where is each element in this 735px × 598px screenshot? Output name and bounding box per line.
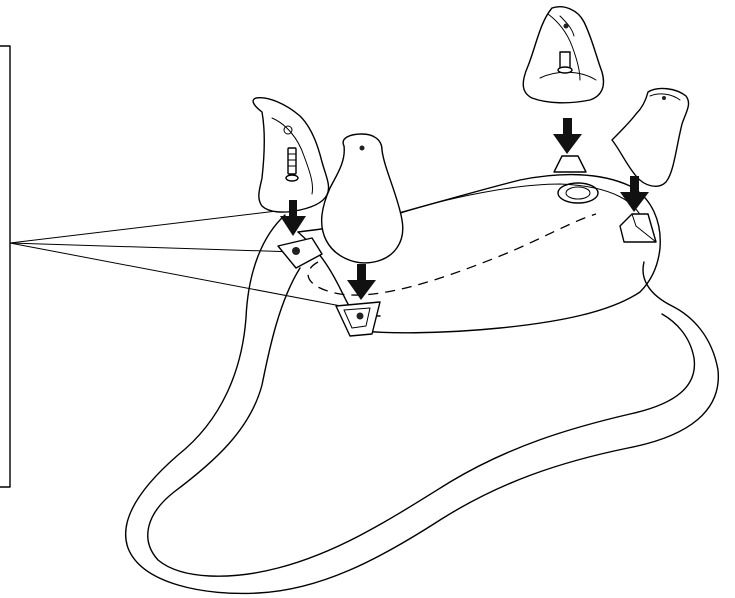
foot-3 bbox=[522, 6, 605, 173]
arrow-down-icon bbox=[553, 118, 582, 154]
arrow-down-icon bbox=[280, 200, 306, 236]
mount-block bbox=[277, 237, 323, 269]
drain-hole bbox=[557, 182, 599, 204]
foot-4 bbox=[611, 87, 690, 243]
hidden-outline bbox=[307, 213, 597, 296]
mount-block bbox=[335, 301, 381, 337]
arrow-down-icon bbox=[620, 176, 649, 212]
bathtub-foot-icon bbox=[320, 133, 404, 264]
arrow-down-icon bbox=[347, 264, 376, 300]
tub-rim-outer bbox=[124, 214, 719, 595]
foot-2 bbox=[320, 133, 404, 337]
callout-leader-lines bbox=[9, 209, 363, 311]
bathtub-body bbox=[124, 173, 719, 595]
mount-block bbox=[553, 155, 587, 173]
foot-1 bbox=[252, 97, 330, 269]
bathtub-foot-icon bbox=[611, 87, 690, 187]
callout-bracket bbox=[0, 45, 11, 488]
tub-rim-inner bbox=[147, 267, 696, 577]
